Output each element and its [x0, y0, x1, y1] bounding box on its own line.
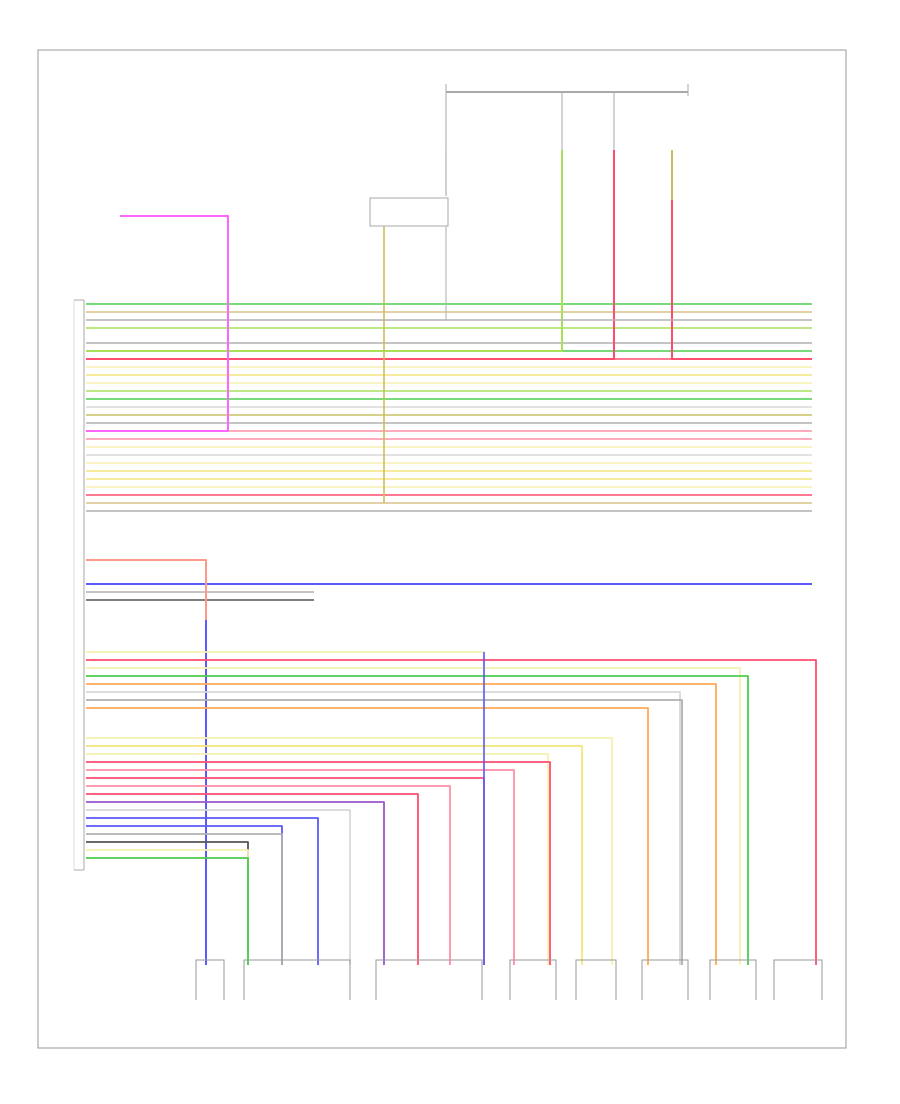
component-connector-8 — [773, 959, 823, 1000]
wire-34 — [86, 215, 229, 432]
wire-29 — [671, 150, 812, 360]
wire-28 — [86, 150, 615, 360]
component-connector-7 — [709, 959, 757, 1000]
wire-27 — [86, 150, 563, 352]
fuse-box — [445, 84, 689, 150]
wire-45 — [86, 691, 681, 965]
component-connector-3 — [375, 959, 483, 1000]
wire-50 — [86, 753, 549, 965]
component-connector-1 — [195, 959, 225, 1000]
wires — [86, 150, 817, 965]
wire-46 — [86, 699, 683, 965]
connectors — [195, 959, 823, 1000]
wire-63 — [86, 857, 249, 965]
component-connector-6 — [641, 959, 689, 1000]
wire-55 — [86, 793, 419, 965]
wire-54 — [86, 785, 451, 965]
harness-connector — [73, 299, 85, 871]
wire-41 — [86, 659, 817, 965]
wire-48 — [86, 737, 613, 965]
wire-42 — [86, 667, 741, 965]
wire-56 — [86, 801, 385, 965]
wire-32 — [445, 226, 812, 321]
wire-47 — [86, 707, 649, 965]
diagram-frame — [37, 49, 847, 1049]
wire-51 — [86, 761, 551, 965]
wire-43 — [86, 675, 749, 965]
component-connector-5 — [575, 959, 617, 1000]
wire-52 — [86, 769, 515, 965]
wire-61 — [86, 841, 249, 965]
wire-44 — [86, 683, 717, 965]
wire-57 — [86, 809, 351, 965]
wire-62 — [86, 849, 249, 965]
wire-40 — [86, 651, 485, 965]
component-connector-4 — [509, 959, 557, 1000]
wire-58 — [86, 817, 319, 965]
wire-59 — [86, 825, 283, 965]
wire-60 — [86, 833, 283, 965]
wire-49 — [86, 745, 583, 965]
wire-53 — [86, 777, 485, 965]
door-lock-control-unit — [369, 197, 449, 227]
component-connector-2 — [243, 959, 351, 1000]
